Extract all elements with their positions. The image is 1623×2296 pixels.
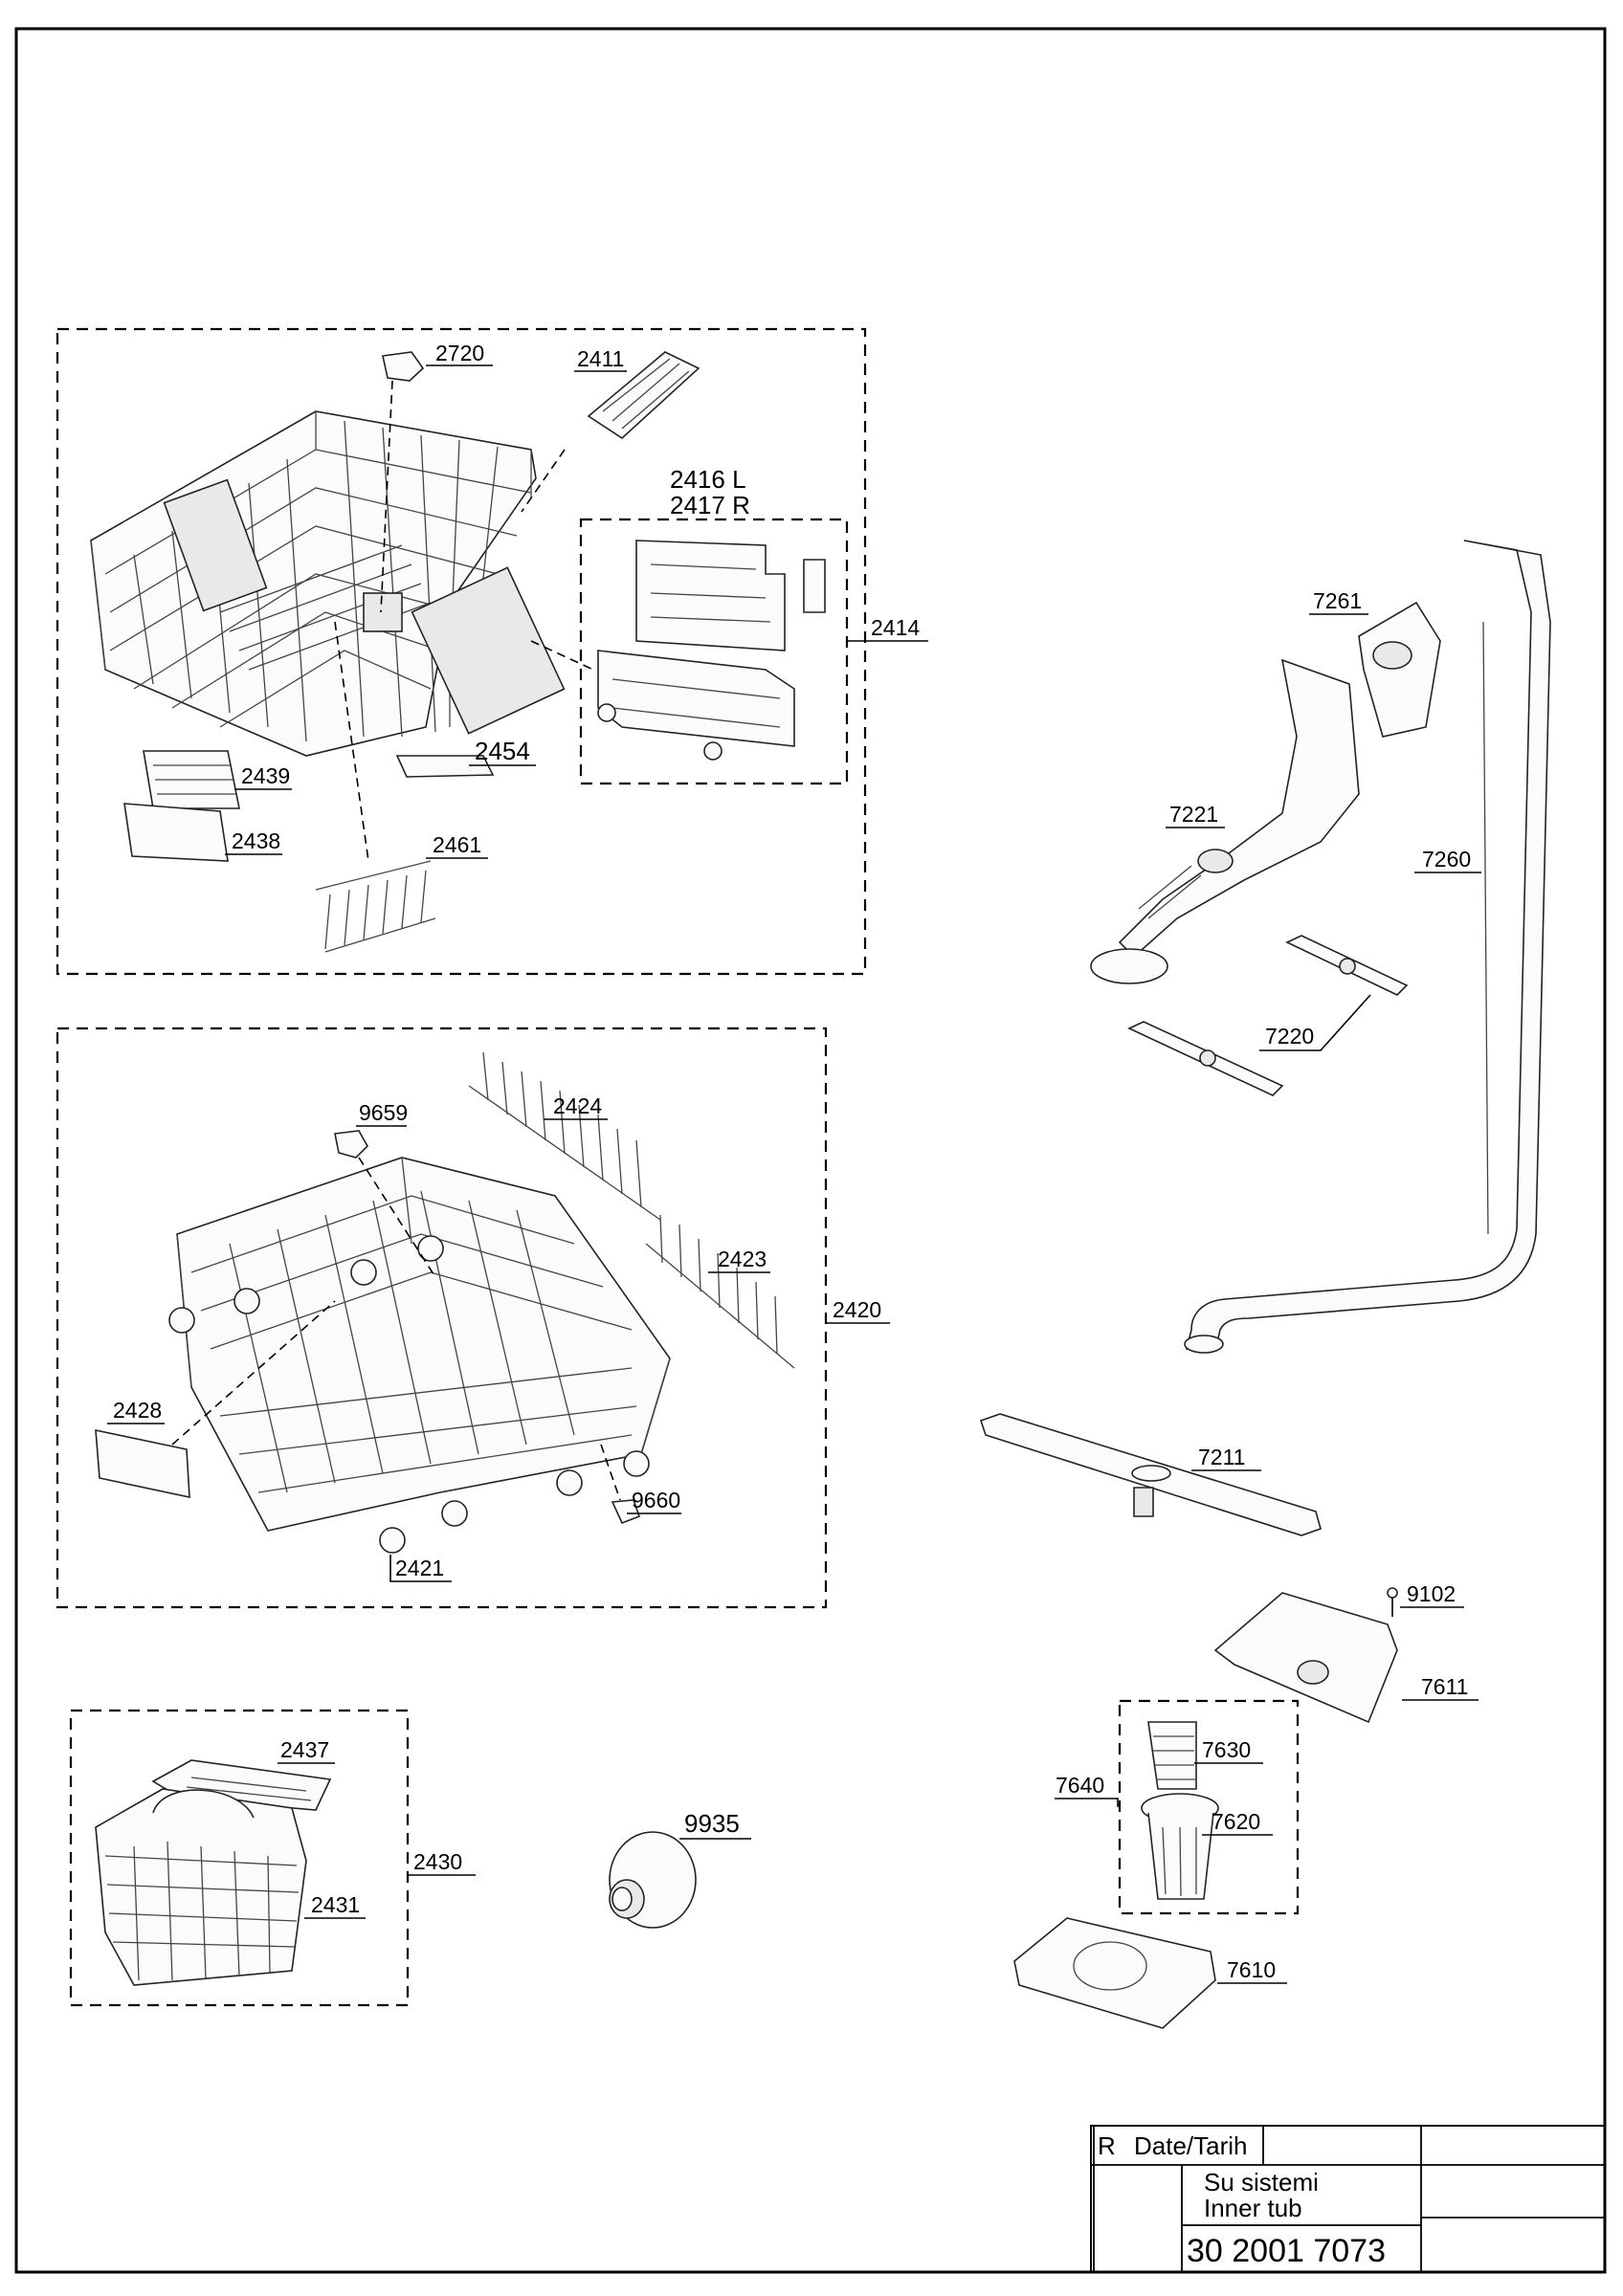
part-7620-coarse-filter [1141,1793,1219,1900]
label-2438: 2438 [232,828,280,853]
lower-basket [168,1157,671,1554]
part-7261-seal [1358,601,1441,738]
label-2437: 2437 [280,1737,329,1762]
leader-2421 [389,1555,452,1582]
label-7211: 7211 [1198,1445,1245,1469]
guide-2428 [171,1300,336,1446]
label-7261: 7261 [1313,588,1362,613]
guide-2720 [380,380,393,613]
part-7221-upper-spray-assembly [1090,658,1360,984]
group-box-2420 [56,1027,828,1609]
label-9660: 9660 [632,1488,680,1512]
guide-adjuster [530,640,594,671]
label-2428: 2428 [113,1398,162,1423]
label-7221: 7221 [1169,802,1218,827]
label-7630: 7630 [1202,1737,1251,1762]
part-2424-tine-row [468,1051,661,1221]
leader-7220 [1259,994,1371,1051]
part-2416-2417-height-adjuster [597,540,826,761]
group-box-2430 [69,1709,410,2007]
label-7640: 7640 [1056,1773,1104,1798]
part-9935-cap [609,1831,697,1929]
label-7611: 7611 [1421,1674,1468,1699]
part-2720-clip [382,351,425,382]
part-2461-tine-row [315,860,436,953]
guide-2411 [521,449,566,513]
label-2461: 2461 [433,832,481,857]
label-2421: 2421 [395,1556,444,1580]
part-2431-cutlery-basket [95,1788,307,1986]
part-2438-cover [123,803,229,862]
label-2414: 2414 [871,615,920,640]
part-2423-tine-row [645,1214,795,1369]
part-7220-upper-spray-arm [1127,935,1409,1096]
group-box-2416-2417 [579,518,849,785]
part-9659-clip [334,1130,368,1159]
label-2423: 2423 [718,1247,767,1271]
title-block-rev: R [1098,2131,1116,2160]
label-2411: 2411 [577,346,624,371]
title-block [1090,2125,1606,2273]
part-2439-grid-cover [143,750,240,809]
part-7610-microfilter-plate [1013,1917,1216,2029]
guide-9660 [600,1444,621,1501]
part-7211-lower-spray-arm [979,1413,1322,1536]
group-box-7640 [1118,1699,1300,1915]
title-block-title-en: Inner tub [1204,2194,1302,2222]
label-7620: 7620 [1212,1809,1260,1834]
label-2454: 2454 [475,737,530,765]
label-9659: 9659 [359,1100,408,1125]
label-2720: 2720 [435,341,484,365]
part-2411-cutlery-shelf [587,351,700,440]
title-block-code: 30 2001 7073 [1187,2233,1386,2269]
guide-9659 [358,1157,436,1278]
label-2424: 2424 [553,1093,602,1118]
label-2439: 2439 [241,763,290,788]
upper-basket [90,410,566,757]
guide-2461 [334,621,369,862]
part-2428-cover [95,1428,190,1499]
title-block-title-tr: Su sistemi [1204,2168,1319,2197]
sheet-border [14,27,1607,2274]
part-2454-handle [395,755,495,778]
label-2431: 2431 [311,1892,360,1917]
title-block-date-label: Date/Tarih [1134,2131,1248,2160]
leader-7640 [1055,1798,1120,1807]
label-9102: 9102 [1407,1581,1456,1606]
label-7260: 7260 [1422,847,1471,872]
label-2420: 2420 [833,1297,881,1322]
label-2416: 2416 L [670,465,746,494]
label-7220: 7220 [1265,1024,1314,1049]
part-7630-fine-filter [1147,1721,1197,1790]
label-2417: 2417 R [670,491,750,519]
group-box-2414 [56,327,867,976]
label-9935: 9935 [684,1809,740,1838]
label-7610: 7610 [1227,1957,1276,1982]
part-7611-sump-cover [1213,1592,1398,1724]
part-7260-water-duct [1184,540,1551,1354]
part-9660-clip [611,1499,641,1525]
label-2430: 2430 [413,1849,462,1874]
part-9102-screw [1387,1587,1398,1617]
